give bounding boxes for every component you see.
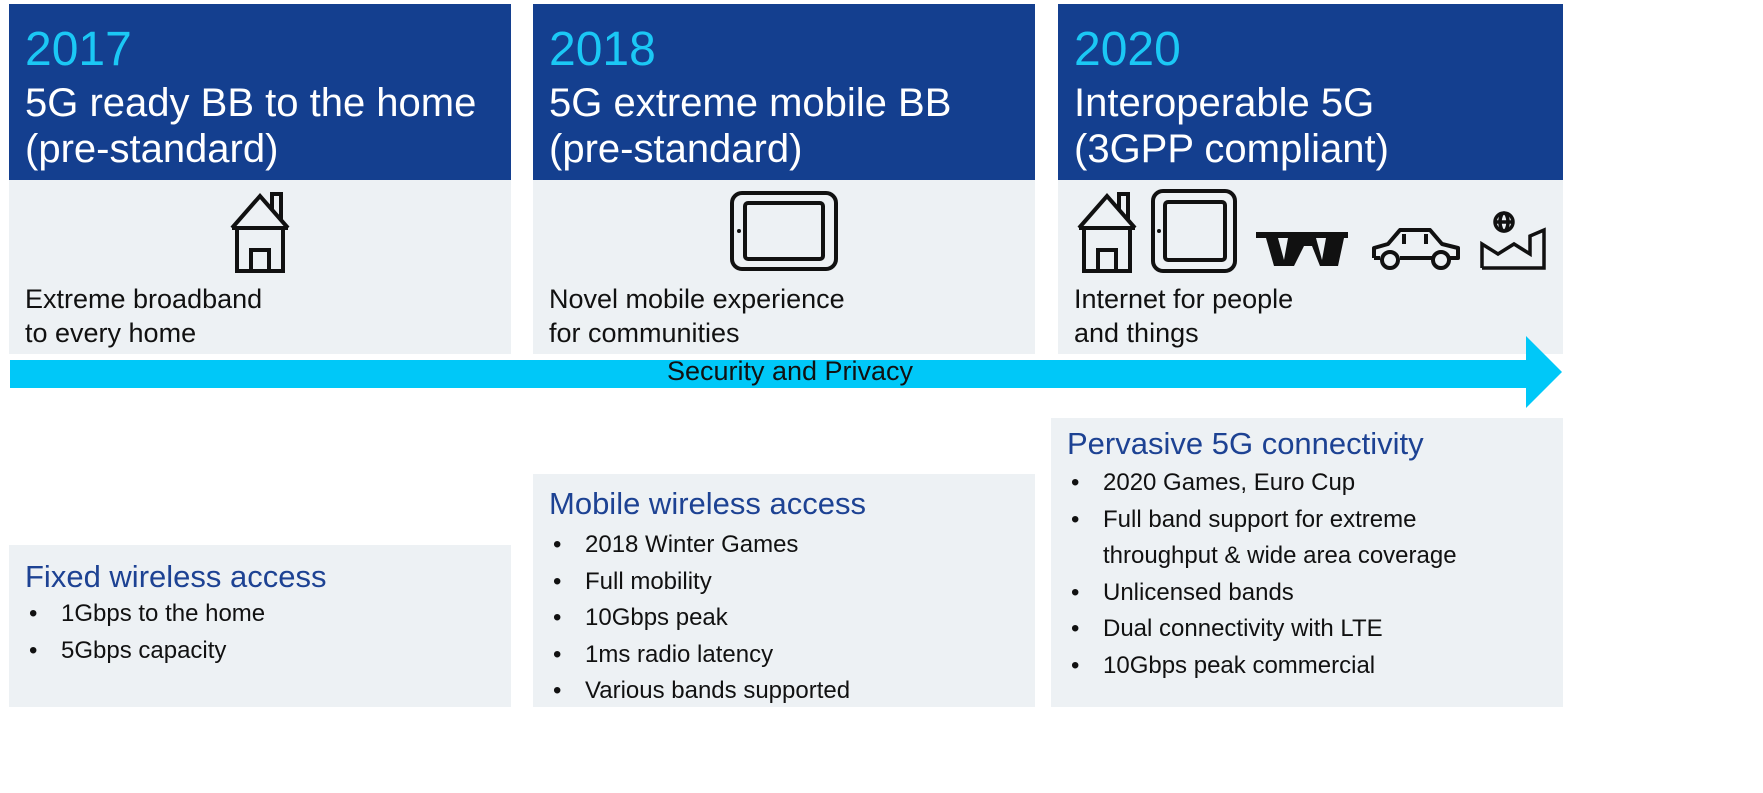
list-item: Full mobility xyxy=(549,564,850,601)
column-description: Extreme broadband to every home xyxy=(25,282,262,350)
column-header: 2018 5G extreme mobile BB (pre-standard) xyxy=(533,4,1035,180)
bullet-list: 2020 Games, Euro Cup Full band support f… xyxy=(1067,465,1537,684)
header-line-1: Interoperable 5G xyxy=(1074,81,1375,125)
list-item: 1ms radio latency xyxy=(549,637,850,674)
column-2017: 2017 5G ready BB to the home (pre-standa… xyxy=(9,4,511,354)
list-item: Unlicensed bands xyxy=(1067,575,1537,612)
header-line-1: 5G extreme mobile BB xyxy=(549,81,952,125)
panel-title: Mobile wireless access xyxy=(549,486,866,521)
list-item: 2018 Winter Games xyxy=(549,527,850,564)
icon-row xyxy=(1074,186,1563,276)
list-item: Dual connectivity with LTE xyxy=(1067,611,1537,648)
column-description: Novel mobile experience for communities xyxy=(549,282,845,350)
column-header: 2017 5G ready BB to the home (pre-standa… xyxy=(9,4,511,180)
column-description: Internet for people and things xyxy=(1074,282,1293,350)
header-line-2: (3GPP compliant) xyxy=(1074,127,1389,171)
vr-glasses-icon xyxy=(1256,232,1348,266)
factory-icon xyxy=(1480,211,1546,270)
list-item: 10Gbps peak xyxy=(549,600,850,637)
column-2018: 2018 5G extreme mobile BB (pre-standard)… xyxy=(533,4,1035,354)
description-line-1: Internet for people xyxy=(1074,284,1294,314)
list-item: Full band support for extreme throughput… xyxy=(1067,502,1537,575)
arrow-shape xyxy=(10,336,1562,408)
car-icon xyxy=(1372,228,1460,270)
description-line-1: Novel mobile experience xyxy=(549,284,845,314)
house-icon xyxy=(230,192,290,273)
column-header: 2020 Interoperable 5G (3GPP compliant) xyxy=(1058,4,1563,180)
column-2020: 2020 Interoperable 5G (3GPP compliant) xyxy=(1058,4,1563,354)
header-line-2: (pre-standard) xyxy=(549,127,803,171)
panel-mobile-wireless: Mobile wireless access 2018 Winter Games… xyxy=(533,474,1035,710)
tablet-icon xyxy=(1151,189,1237,273)
description-line-2: to every home xyxy=(25,318,197,348)
panel-pervasive-5g: Pervasive 5G connectivity 2020 Games, Eu… xyxy=(1051,418,1563,707)
year-label: 2020 xyxy=(1074,23,1181,76)
arrow-label: Security and Privacy xyxy=(666,356,914,386)
description-line-2: for communities xyxy=(549,318,740,348)
year-label: 2018 xyxy=(549,23,656,76)
security-arrow xyxy=(10,335,1762,416)
house-icon xyxy=(1077,192,1137,273)
year-label: 2017 xyxy=(25,23,132,76)
panel-title: Pervasive 5G connectivity xyxy=(1067,426,1424,461)
panel-title: Fixed wireless access xyxy=(25,559,327,594)
bullet-list: 2018 Winter Games Full mobility 10Gbps p… xyxy=(549,527,850,710)
list-item: 5Gbps capacity xyxy=(25,633,265,670)
header-line-1: 5G ready BB to the home xyxy=(25,81,477,125)
description-line-2: and things xyxy=(1074,318,1199,348)
tablet-icon xyxy=(730,191,838,271)
list-item: 10Gbps peak commercial xyxy=(1067,648,1537,685)
bullet-list: 1Gbps to the home 5Gbps capacity xyxy=(25,596,265,669)
list-item: 2020 Games, Euro Cup xyxy=(1067,465,1537,502)
list-item: Various bands supported xyxy=(549,673,850,710)
panel-fixed-wireless: Fixed wireless access 1Gbps to the home … xyxy=(9,545,511,707)
description-line-1: Extreme broadband xyxy=(25,284,263,314)
header-line-2: (pre-standard) xyxy=(25,127,279,171)
list-item: 1Gbps to the home xyxy=(25,596,265,633)
